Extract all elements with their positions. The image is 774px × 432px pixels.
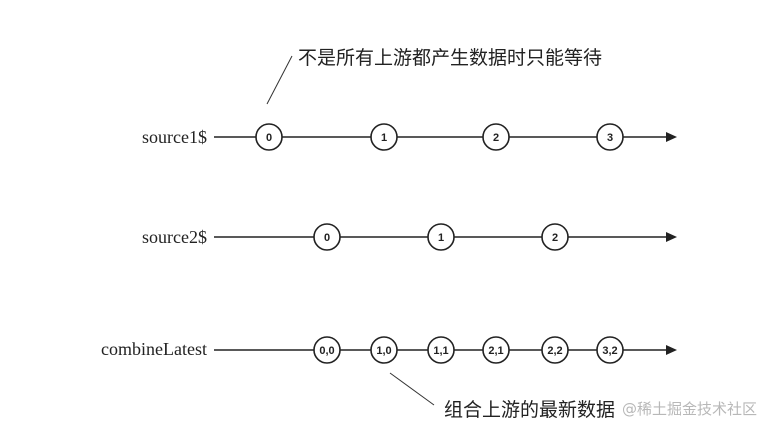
marble	[427, 336, 455, 364]
arrowhead-combinelatest	[666, 345, 677, 355]
stream-label-source2: source2$	[142, 227, 207, 247]
marble	[541, 336, 569, 364]
bottom-annotation-pointer	[389, 372, 435, 406]
marble	[255, 123, 283, 151]
marble-value: 3,2	[602, 345, 617, 357]
arrowhead-source2	[666, 232, 677, 242]
marble	[596, 123, 624, 151]
marble-value: 0	[266, 132, 272, 144]
marble-value: 0	[324, 232, 330, 244]
top-annotation-pointer	[266, 55, 293, 105]
marble-value: 0,0	[319, 345, 334, 357]
marble	[370, 336, 398, 364]
stream-row-source2: source2$ 0 1 2	[142, 223, 677, 251]
marble-value: 2	[493, 132, 499, 144]
watermark: @稀土掘金技术社区	[622, 400, 757, 418]
arrowhead-source1	[666, 132, 677, 142]
marble-value: 1,1	[433, 345, 448, 357]
marble-value: 3	[607, 132, 613, 144]
marble-value: 1,0	[376, 345, 391, 357]
marble-value: 2,1	[488, 345, 503, 357]
stream-label-combinelatest: combineLatest	[101, 339, 207, 359]
marble	[541, 223, 569, 251]
marble-value: 1	[438, 232, 444, 244]
bottom-annotation: 组合上游的最新数据	[444, 399, 615, 421]
stream-row-combinelatest: combineLatest 0,0 1,0 1,1 2,1 2,2 3,2	[101, 336, 677, 364]
stream-label-source1: source1$	[142, 127, 207, 147]
marble-value: 1	[381, 132, 387, 144]
top-annotation: 不是所有上游都产生数据时只能等待	[298, 47, 602, 69]
marble-value: 2,2	[547, 345, 562, 357]
marble	[482, 336, 510, 364]
marble	[313, 223, 341, 251]
marble-value: 2	[552, 232, 558, 244]
marble	[370, 123, 398, 151]
marble	[596, 336, 624, 364]
stream-row-source1: source1$ 0 1 2 3	[142, 123, 677, 151]
marble	[313, 336, 341, 364]
marble	[427, 223, 455, 251]
marble	[482, 123, 510, 151]
